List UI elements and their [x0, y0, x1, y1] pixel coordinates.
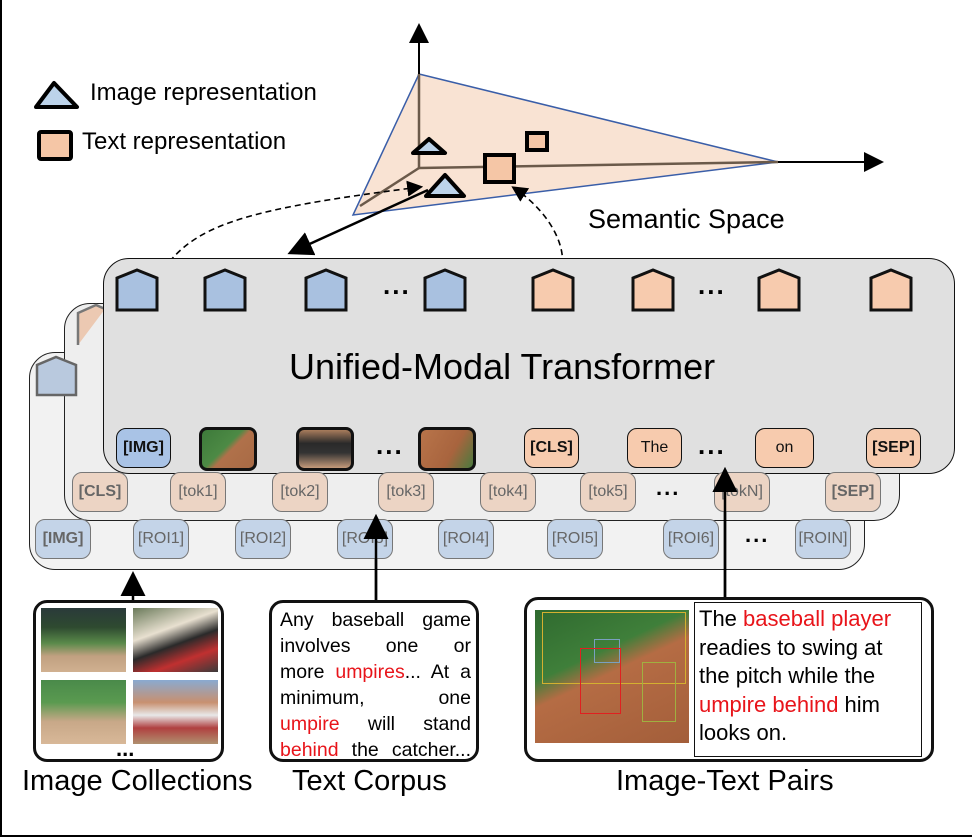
bbox-player	[580, 648, 621, 714]
pair-photo	[535, 610, 689, 743]
token-middle: [tokN]	[714, 472, 770, 512]
corpus-line: more umpires... At a	[280, 659, 471, 685]
corpus-line: umpire will stand	[280, 711, 471, 737]
token-middle: [CLS]	[72, 472, 128, 512]
image-patch-3	[418, 427, 476, 471]
token-img-front: [IMG]	[116, 428, 171, 468]
corpus-text: involves one or	[280, 635, 471, 657]
image-output-icon	[203, 268, 247, 312]
bbox-umpire	[642, 662, 676, 722]
pair-caption-text: The baseball player readies to swing at …	[694, 602, 922, 757]
token-back-ellipsis: ...	[745, 522, 770, 547]
token-back: [ROI2]	[235, 519, 291, 559]
projection-arrow	[287, 188, 429, 256]
corpus-text: minimum, one	[280, 687, 471, 709]
collection-photo-1	[41, 608, 126, 672]
text-point-icon	[525, 131, 549, 152]
text-output-icon	[869, 268, 913, 312]
token-sep-front: [SEP]	[866, 428, 921, 468]
legend-text-label: Text representation	[82, 128, 287, 155]
token-word-the: The	[627, 428, 682, 468]
collection-photo-4	[133, 680, 218, 744]
token-word-on: on	[755, 428, 814, 468]
image-collections-box: ...	[33, 600, 224, 762]
ghost-text-output-icon	[76, 303, 106, 345]
token-back: [ROI1]	[133, 519, 189, 559]
token-middle: [tok1]	[170, 472, 226, 512]
image-collections-caption: Image Collections	[22, 765, 253, 797]
token-middle: [SEP]	[825, 472, 881, 512]
legend-text-icon	[37, 130, 73, 161]
text-corpus-caption: Text Corpus	[292, 765, 447, 797]
image-text-pairs-box: The baseball player readies to swing at …	[524, 597, 934, 762]
transformer-title: Unified-Modal Transformer	[289, 346, 716, 387]
token-back: [ROI6]	[663, 519, 719, 559]
corpus-text: the catcher...	[338, 739, 471, 761]
output-ellipsis-image: ...	[383, 270, 411, 300]
highlighted-word: behind	[280, 739, 339, 761]
token-cls-front: [CLS]	[524, 428, 579, 468]
text-output-icon	[631, 268, 675, 312]
image-point-icon	[424, 173, 466, 198]
token-middle: [tok2]	[272, 472, 328, 512]
bbox-scene	[542, 612, 686, 684]
semantic-space-plot	[351, 23, 884, 216]
token-middle: [tok4]	[480, 472, 536, 512]
input-ellipsis-text: ...	[698, 430, 726, 460]
legend-image-icon	[34, 81, 79, 109]
token-back: [ROIN]	[795, 519, 851, 559]
corpus-text: more	[280, 661, 336, 683]
text-point-icon	[483, 153, 516, 184]
corpus-line: behind the catcher...	[280, 737, 471, 763]
y-axis	[359, 166, 420, 208]
caption-text: The	[699, 606, 744, 631]
token-middle: [tok5]	[580, 472, 636, 512]
corpus-text: will stand	[339, 713, 471, 735]
image-output-icon	[115, 268, 159, 312]
token-back: [ROI4]	[438, 519, 494, 559]
corpus-line: minimum, one	[280, 685, 471, 711]
token-middle-ellipsis: ...	[656, 475, 681, 500]
token-back: [ROI3]	[337, 519, 393, 559]
highlighted-phrase: baseball player	[743, 606, 892, 631]
text-output-icon	[531, 268, 575, 312]
semantic-space-label: Semantic Space	[588, 204, 785, 234]
highlighted-phrase: umpire behind	[699, 691, 839, 717]
text-output-icon	[757, 268, 801, 312]
legend-image-label: Image representation	[90, 79, 317, 106]
caption-text: him looks on.	[699, 691, 880, 746]
image-patch-2	[296, 427, 354, 471]
collection-photo-2	[133, 608, 218, 672]
token-back: [IMG]	[35, 519, 91, 559]
corpus-text: ... At a	[404, 661, 471, 683]
corpus-line: involves one or	[280, 633, 471, 659]
bbox-bat	[594, 639, 620, 663]
ghost-image-output-icon	[35, 355, 78, 397]
collection-ellipsis: ...	[116, 736, 135, 761]
highlighted-word: umpires	[335, 661, 405, 683]
image-patch-1	[199, 427, 257, 471]
image-point-icon	[411, 137, 447, 155]
collection-photo-3	[41, 680, 126, 744]
image-output-icon	[304, 268, 348, 312]
token-middle: [tok3]	[378, 472, 434, 512]
image-output-icon	[423, 268, 467, 312]
output-ellipsis-text: ...	[698, 270, 726, 300]
highlighted-word: umpire	[280, 713, 340, 735]
caption-text: readies to swing at the pitch while the	[699, 634, 883, 689]
token-back: [ROI5]	[547, 519, 603, 559]
semantic-plane	[351, 73, 779, 216]
corpus-text: Any baseball game	[280, 609, 471, 631]
image-text-pairs-caption: Image-Text Pairs	[616, 765, 834, 797]
input-ellipsis-image: ...	[376, 430, 404, 460]
corpus-line: Any baseball game	[280, 607, 471, 633]
